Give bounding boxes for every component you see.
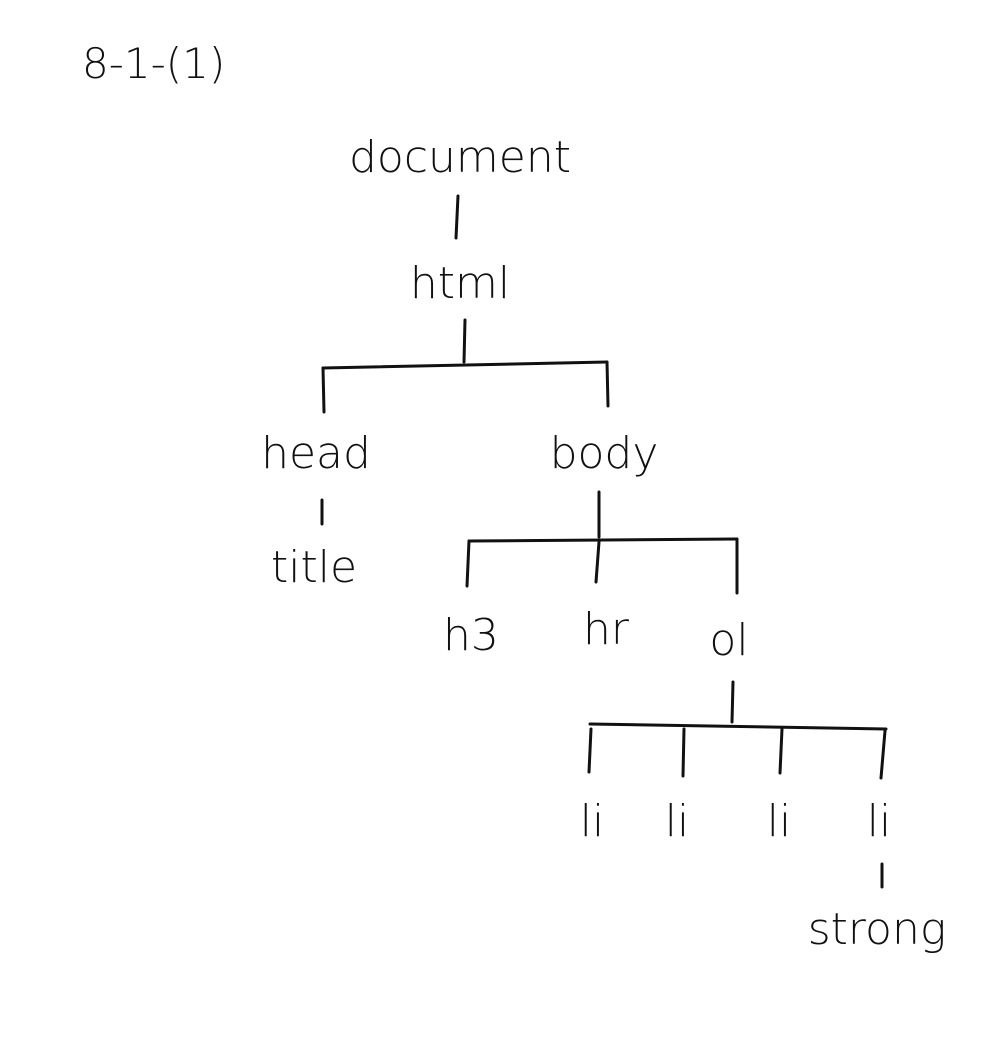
edge-document-html	[454, 194, 460, 240]
diagram-caption: 8-1-(1)	[82, 39, 225, 88]
edge-body-bar	[467, 537, 739, 543]
node-li-4: li	[867, 796, 891, 847]
node-strong: strong	[808, 904, 947, 955]
node-li-2: li	[665, 796, 689, 847]
edge-html-bar	[321, 360, 609, 370]
edge-html-body	[605, 360, 610, 408]
node-ol: ol	[709, 615, 748, 666]
node-title: title	[271, 542, 357, 593]
edge-ol-li-2	[681, 727, 686, 778]
node-html: html	[410, 258, 510, 309]
node-body: body	[550, 428, 659, 479]
edge-ol-bar	[588, 722, 888, 731]
node-hr: hr	[583, 604, 630, 655]
node-document: document	[349, 132, 571, 183]
node-li-3: li	[767, 796, 791, 847]
edge-ol-li-1	[587, 727, 593, 774]
edge-ol-stem	[730, 680, 735, 724]
node-head: head	[261, 428, 371, 479]
edge-html-stem	[462, 318, 467, 364]
edge-ol-li-4	[879, 729, 887, 780]
node-li-1: li	[580, 796, 604, 847]
node-h3: h3	[443, 610, 499, 661]
edge-body-hr	[594, 540, 601, 584]
edge-ol-li-3	[778, 727, 784, 775]
edge-body-h3	[465, 539, 471, 588]
edge-html-head	[321, 366, 326, 414]
